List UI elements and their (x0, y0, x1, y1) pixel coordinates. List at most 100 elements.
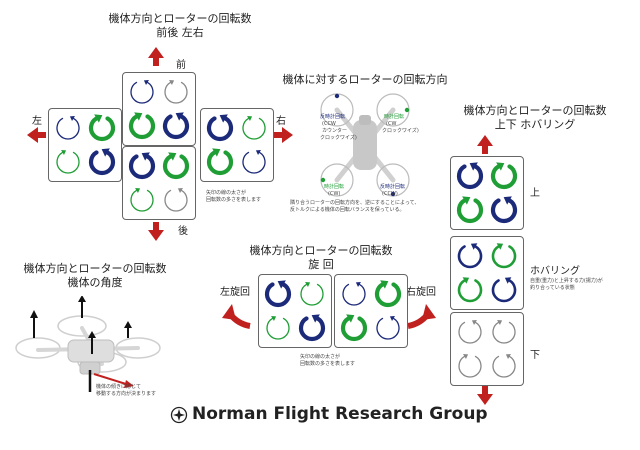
counterclockwise-arrow-icon (456, 162, 484, 190)
rotor-fl-label-1: 反時計回転 (320, 114, 346, 120)
fb-note-1: 矢印の線の太さが (206, 190, 247, 196)
rotor-cw-thin (296, 278, 328, 310)
counterclockwise-arrow-icon (376, 315, 400, 340)
rotor-cw-thick (204, 146, 236, 178)
rotor-ccw-thick (86, 146, 118, 178)
rotor-ccw-thick (454, 160, 486, 192)
rotor-cw-thick (338, 312, 370, 344)
counterclockwise-arrow-icon (264, 280, 292, 308)
rotor-br-label-1: 反時計回転 (380, 184, 406, 190)
fb-subtitle: 前後 左右 (156, 26, 204, 39)
clockwise-arrow-icon (266, 315, 290, 340)
counterclockwise-arrow-icon (458, 319, 482, 344)
arrow-back (148, 222, 164, 241)
rotor-cw-thin (160, 76, 192, 108)
angle-note-2: 移動する方向が決まります (96, 391, 157, 397)
hover-subtitle: 上下 ホバリング (494, 118, 576, 131)
turn-title: 機体方向とローターの回転数 (249, 244, 393, 257)
rotor-ccw-thick (126, 150, 158, 182)
box-back (122, 146, 196, 220)
hover-arrows (477, 135, 493, 405)
center-note-2: 反トルクによる機体の回転バランスを保っている。 (290, 207, 405, 213)
fb-note-2: 回転数の多さを表します (206, 197, 262, 203)
angle-subtitle: 機体の角度 (67, 276, 123, 289)
arrow-up (477, 135, 493, 154)
rotor-ccw-thick (296, 312, 328, 344)
counterclockwise-arrow-icon (130, 79, 154, 104)
clockwise-arrow-icon (374, 280, 402, 308)
rotor-fr-label-3: クロックワイズ) (382, 128, 419, 134)
rotor-cw-thick (126, 110, 158, 142)
counterclockwise-arrow-icon (128, 152, 156, 180)
footer-brand: Norman Flight Research Group (192, 404, 488, 424)
counterclockwise-arrow-icon (88, 148, 116, 176)
up-label: 上 (530, 188, 540, 199)
clockwise-arrow-icon (340, 314, 368, 342)
drone-body (353, 120, 377, 170)
clockwise-arrow-icon (491, 243, 517, 269)
fb-arrows (27, 47, 293, 241)
hover-title: 機体方向とローターの回転数 (463, 104, 607, 117)
hover-note-2: 釣り合っている状態 (530, 285, 575, 291)
right-label: 右 (276, 116, 286, 127)
rotor-cw-medium (488, 240, 520, 272)
rotor-ccw-thin (372, 312, 404, 344)
box-right (200, 108, 274, 182)
clockwise-arrow-icon (456, 196, 484, 224)
rotor-bl-label-2: (CW) (328, 191, 341, 197)
arrow-down (477, 386, 493, 405)
rotor-ccw-thin (238, 146, 270, 178)
front-label: 前 (176, 60, 186, 71)
rotor-ccw-thin (488, 350, 520, 382)
counterclockwise-arrow-icon (457, 243, 483, 269)
clockwise-arrow-icon (458, 353, 482, 378)
clockwise-arrow-icon (242, 115, 266, 140)
box-up (450, 156, 524, 230)
turn-arrows (222, 304, 436, 329)
center-title: 機体に対するローターの回転方向 (282, 73, 448, 86)
rotor-cw-thin (262, 312, 294, 344)
back-label: 後 (178, 226, 188, 237)
rotor-fl-label-2: (CCW (322, 121, 336, 127)
clockwise-arrow-icon (492, 319, 516, 344)
rotor-br-label-2: (CCW) (382, 191, 398, 197)
box-turn-right (334, 274, 408, 348)
drone-perspective (15, 296, 161, 392)
rotor-fr-label-1: 時計回転 (384, 114, 405, 120)
rotor-fl-label-4: クロックワイズ) (320, 135, 357, 141)
rotor-ccw-thin (126, 76, 158, 108)
counterclockwise-arrow-icon (490, 196, 518, 224)
angle-note-1: 機体の傾きに応じて (96, 384, 142, 390)
clockwise-arrow-icon (88, 114, 116, 142)
counterclockwise-arrow-icon (491, 277, 517, 303)
box-front (122, 72, 196, 146)
left-label: 左 (32, 116, 42, 127)
rotor-cw-thick (160, 150, 192, 182)
rotor-fl-label-3: カウンター (322, 128, 348, 134)
rotor-fr-label-2: (CW (386, 121, 397, 127)
logo-icon (170, 406, 188, 424)
rotor-ccw-thin (52, 112, 84, 144)
counterclockwise-arrow-icon (492, 353, 516, 378)
right-turn-label: 右旋回 (406, 287, 436, 298)
counterclockwise-arrow-icon (342, 281, 366, 306)
box-down (450, 312, 524, 386)
rotor-ccw-thick (488, 194, 520, 226)
rotor-ccw-medium (454, 240, 486, 272)
rotor-cw-thin (454, 350, 486, 382)
clockwise-arrow-icon (164, 79, 188, 104)
rotor-ccw-thick (204, 112, 236, 144)
down-label: 下 (530, 350, 540, 361)
turn-note-2: 回転数の多さを表します (300, 361, 356, 367)
clockwise-arrow-icon (490, 162, 518, 190)
clockwise-arrow-icon (128, 112, 156, 140)
rotor-cw-medium (454, 274, 486, 306)
clockwise-arrow-icon (56, 149, 80, 174)
rotor-ccw-thick (160, 110, 192, 142)
rotor-bl-label-1: 時計回転 (324, 184, 345, 190)
rotor-cw-thin (238, 112, 270, 144)
clockwise-arrow-icon (130, 187, 154, 212)
left-turn-label: 左旋回 (220, 287, 250, 298)
hover-note-1: 自重(重力)と上昇する力(揚力)が (530, 278, 603, 284)
arrow-front (148, 47, 164, 66)
